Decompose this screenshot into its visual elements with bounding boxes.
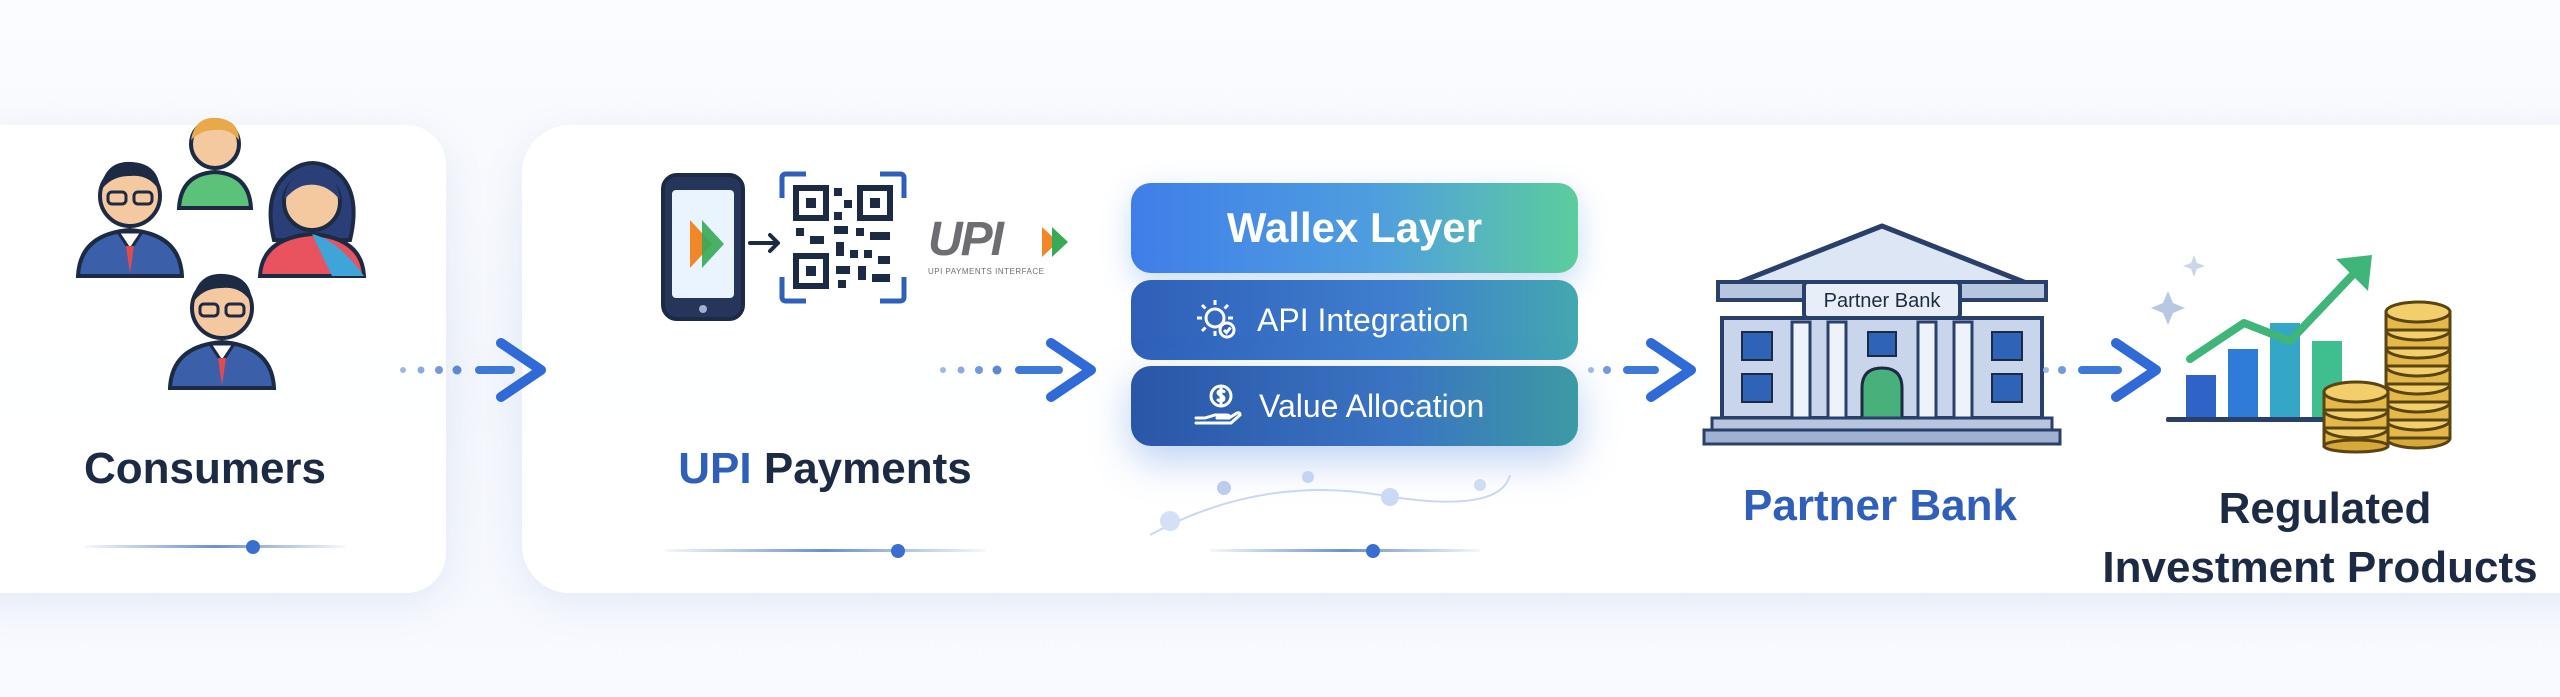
value-allocation-item: Value Allocation (1131, 366, 1578, 446)
bank-sign: Partner Bank (1823, 290, 1941, 312)
bank-building-icon (1702, 223, 2062, 446)
network-decoration (1149, 471, 1511, 536)
flow-arrow-4 (2043, 338, 2161, 402)
person-icon (176, 117, 254, 210)
upi-logo-text: UPI (928, 213, 1004, 266)
flow-arrow-2 (940, 338, 1096, 402)
consumers-underline (85, 545, 345, 548)
upi-logo-mark (1042, 227, 1068, 257)
api-integration-item: API Integration (1131, 280, 1578, 360)
qr-code-icon (779, 171, 907, 304)
partner-bank-label: Partner Bank (1743, 481, 2017, 530)
person-woman-icon (257, 161, 367, 278)
gear-icon (1193, 296, 1241, 344)
upi-label-rest: Payments (751, 444, 972, 493)
consumers-dot (246, 540, 260, 554)
person-tie-icon (167, 273, 277, 390)
upi-payments-label: UPI Payments (640, 444, 1010, 494)
wallex-underline (1210, 549, 1480, 552)
api-integration-label: API Integration (1257, 301, 1469, 338)
products-label-line2: Investment Products (2102, 543, 2538, 592)
consumers-label: Consumers (83, 444, 327, 493)
coin-stack-icon (2322, 300, 2452, 454)
wallex-layer-title: Wallex Layer (1131, 183, 1578, 273)
flow-arrow-3 (1588, 338, 1696, 402)
products-label-line1: Regulated (2218, 484, 2432, 533)
to-qr-arrow (748, 233, 780, 253)
upi-underline (665, 549, 985, 552)
flow-arrow-1 (400, 338, 546, 402)
dollar-hand-icon (1193, 382, 1243, 430)
smartphone-icon (661, 173, 745, 321)
person-glasses-icon (75, 161, 185, 278)
wallex-dot (1366, 544, 1380, 558)
upi-label-accent: UPI (678, 444, 752, 493)
upi-logo-subtitle: UPI PAYMENTS INTERFACE (928, 267, 1045, 276)
upi-dot (891, 544, 905, 558)
upi-logo: UPI UPI PAYMENTS INTERFACE (928, 215, 1074, 285)
value-allocation-label: Value Allocation (1259, 387, 1485, 424)
